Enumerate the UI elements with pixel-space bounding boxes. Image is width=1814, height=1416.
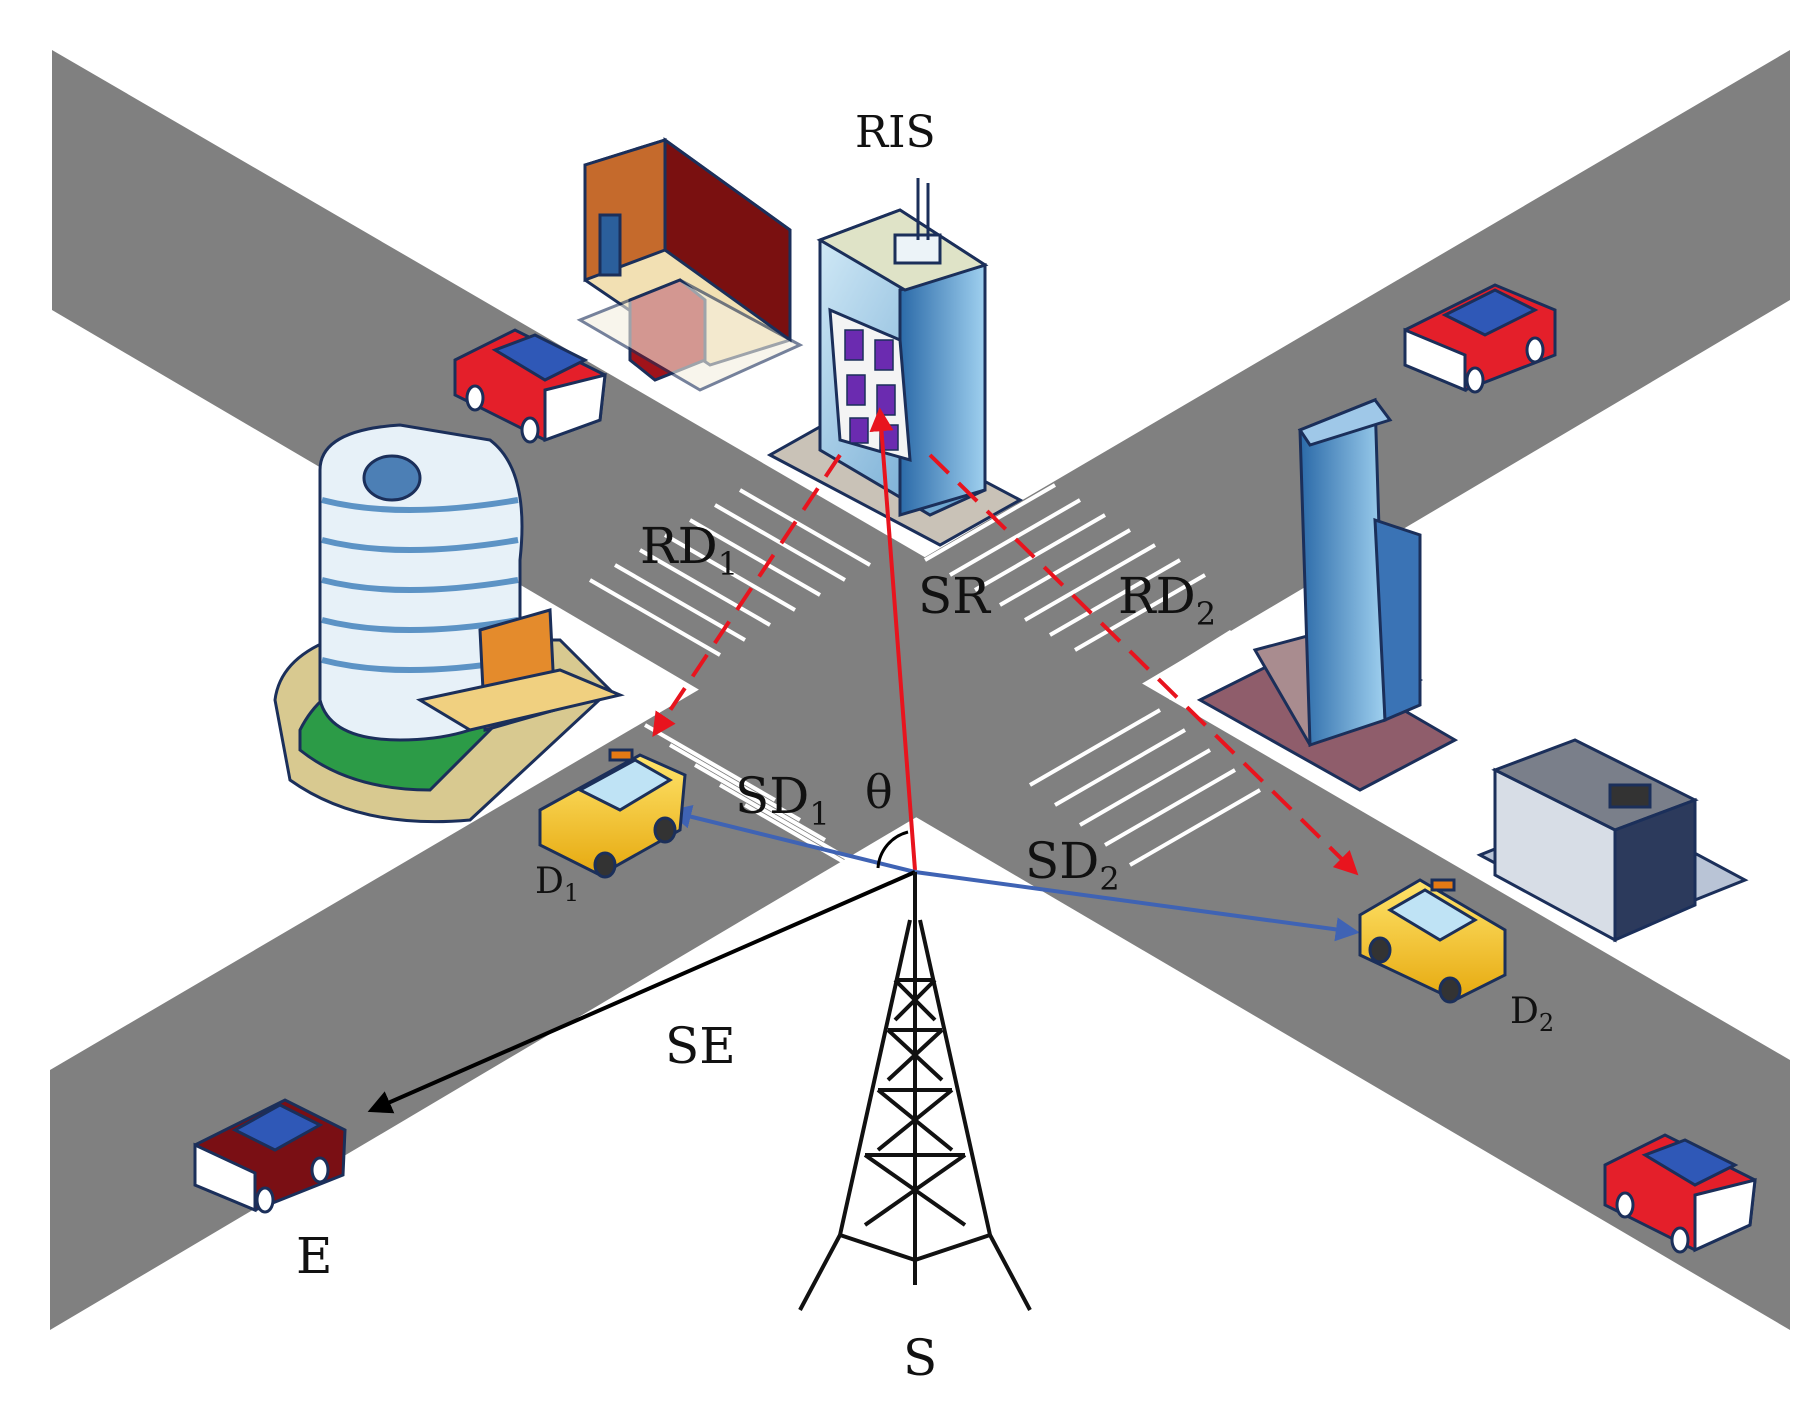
theta-angle-arc (876, 830, 909, 869)
link-rd2 (928, 453, 1359, 876)
link-sr (869, 407, 917, 871)
car-icon (1603, 1133, 1757, 1254)
taxi-icon (538, 748, 687, 879)
link-sd2 (914, 870, 1360, 942)
fire-station-building (576, 137, 804, 392)
signal-links (367, 407, 1360, 1114)
crosswalk-south-east (1029, 708, 1261, 867)
car-icon (1403, 283, 1557, 394)
crosswalk-south-west (644, 723, 876, 882)
road-ne-sw (50, 50, 1790, 1330)
crosswalk-north-east (924, 483, 1206, 652)
crosswalk-north-west (589, 488, 871, 657)
radio-tower-icon (798, 872, 1032, 1311)
label-e: E (296, 1227, 333, 1285)
curved-office-building (273, 423, 625, 824)
label-ris: RIS (855, 107, 936, 158)
sidewalk-corner-e (1150, 630, 1250, 700)
label-theta: θ (865, 765, 893, 819)
twisted-tower-building (1196, 397, 1459, 792)
garage-building (1476, 738, 1749, 943)
car-icon (453, 328, 607, 444)
label-rd2: RD2 (1118, 567, 1216, 633)
link-rd1 (652, 453, 842, 737)
link-sd1 (667, 804, 916, 874)
label-sr: SR (918, 567, 991, 625)
label-sd1: SD1 (735, 767, 830, 833)
eavesdropper-car-icon (193, 1098, 347, 1214)
label-s: S (903, 1329, 937, 1387)
labels: RIS SR RD1 RD2 SD1 SD2 θ SE D1 D2 E S (296, 107, 1554, 1387)
label-sd2: SD2 (1025, 832, 1120, 898)
label-d1: D1 (535, 861, 579, 907)
label-d2: D2 (1510, 991, 1554, 1037)
taxi-icon (1358, 878, 1507, 1004)
ris-skyscraper-icon (766, 178, 1024, 547)
label-se: SE (665, 1017, 736, 1075)
label-rd1: RD1 (640, 517, 738, 583)
sidewalk-corner-w (570, 640, 680, 710)
link-se (367, 870, 916, 1114)
